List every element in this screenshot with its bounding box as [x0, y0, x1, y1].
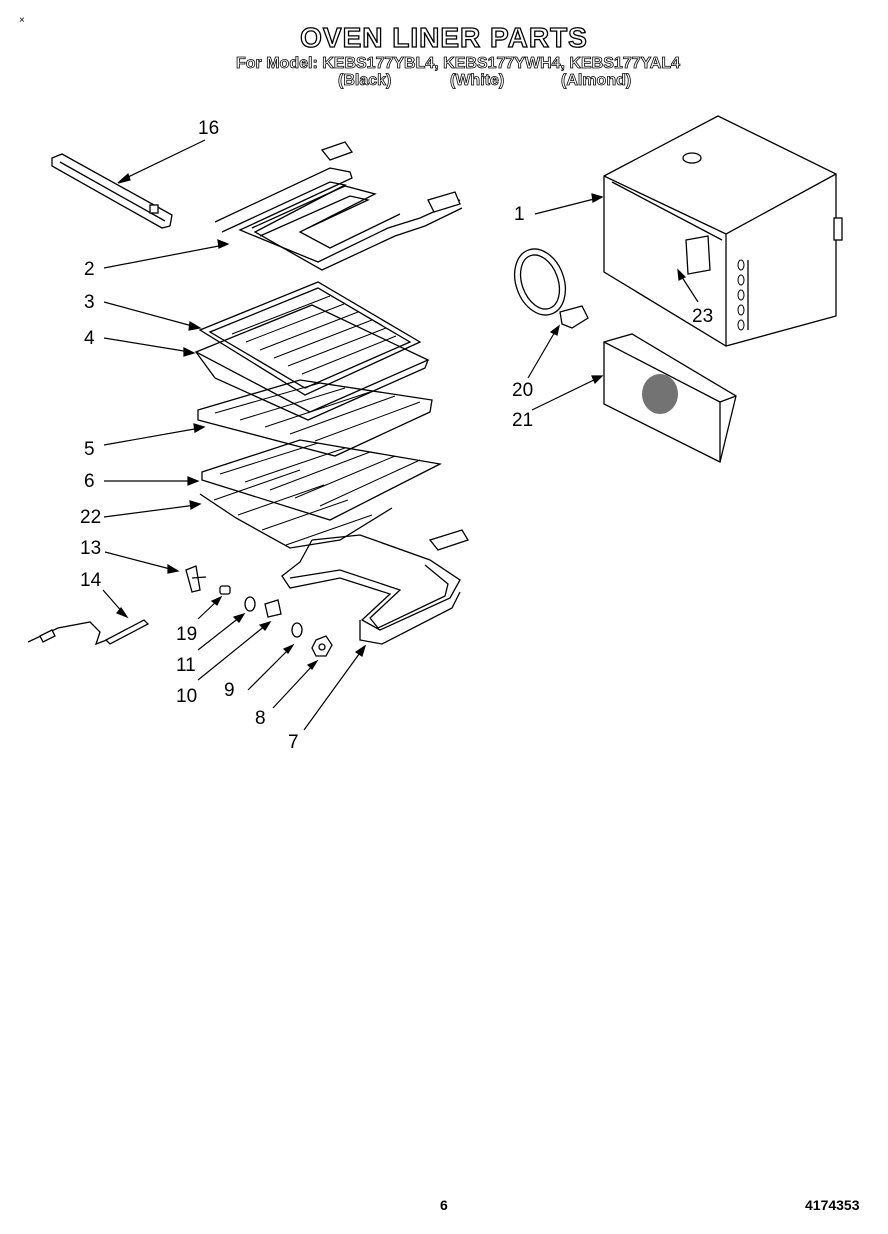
- part-22-rack-guide: [199, 469, 393, 549]
- callout-6: 6: [84, 471, 95, 492]
- callout-5: 5: [84, 439, 95, 460]
- callout-9: 9: [224, 680, 235, 701]
- color-white-label: (White): [450, 72, 505, 90]
- color-black-label: (Black): [338, 72, 392, 90]
- callout-23: 23: [692, 306, 714, 327]
- part-13-bracket: [185, 565, 207, 593]
- corner-mark: ×: [19, 15, 25, 26]
- part-20-convection-element: [513, 248, 589, 329]
- part-7-bake-element: [281, 529, 469, 645]
- part-19-bushing: [219, 585, 231, 595]
- part-9-washer: [291, 622, 303, 638]
- callout-21: 21: [512, 410, 534, 431]
- document-number: 4174353: [805, 1197, 860, 1213]
- callout-22: 22: [80, 507, 102, 528]
- callout-13: 13: [80, 538, 102, 559]
- part-2-broil-element: [214, 141, 463, 271]
- part-1-oven-liner: [603, 115, 843, 347]
- callout-10: 10: [176, 686, 198, 707]
- part-21-fan-cover: [603, 333, 737, 463]
- part-11-washer: [244, 596, 256, 612]
- callout-16: 16: [198, 118, 220, 139]
- callout-3: 3: [84, 292, 95, 313]
- callout-14: 14: [80, 570, 102, 591]
- part-10-clip: [264, 599, 282, 618]
- callout-7: 7: [288, 732, 299, 753]
- callout-11: 11: [176, 655, 196, 676]
- callout-8: 8: [255, 708, 266, 729]
- part-6-oven-rack: [201, 439, 443, 521]
- part-4-broil-pan: [194, 304, 430, 421]
- part-16-bracket: [51, 153, 173, 229]
- part-8-nut: [311, 635, 333, 657]
- page-number: 6: [440, 1197, 448, 1213]
- part-14-oven-sensor: [27, 619, 150, 646]
- color-almond-label: (Almond): [561, 72, 632, 90]
- callout-2: 2: [84, 259, 95, 280]
- part-5-oven-rack: [197, 379, 433, 457]
- callout-20: 20: [512, 380, 534, 401]
- part-23-hinge-bracket: [685, 235, 711, 275]
- callout-1: 1: [514, 204, 525, 225]
- callout-19: 19: [176, 624, 198, 645]
- callout-4: 4: [84, 328, 95, 349]
- page-title: OVEN LINER PARTS: [299, 21, 588, 53]
- model-line: For Model: KEBS177YBL4, KEBS177YWH4, KEB…: [236, 55, 681, 73]
- leader-arrows: [102, 139, 699, 731]
